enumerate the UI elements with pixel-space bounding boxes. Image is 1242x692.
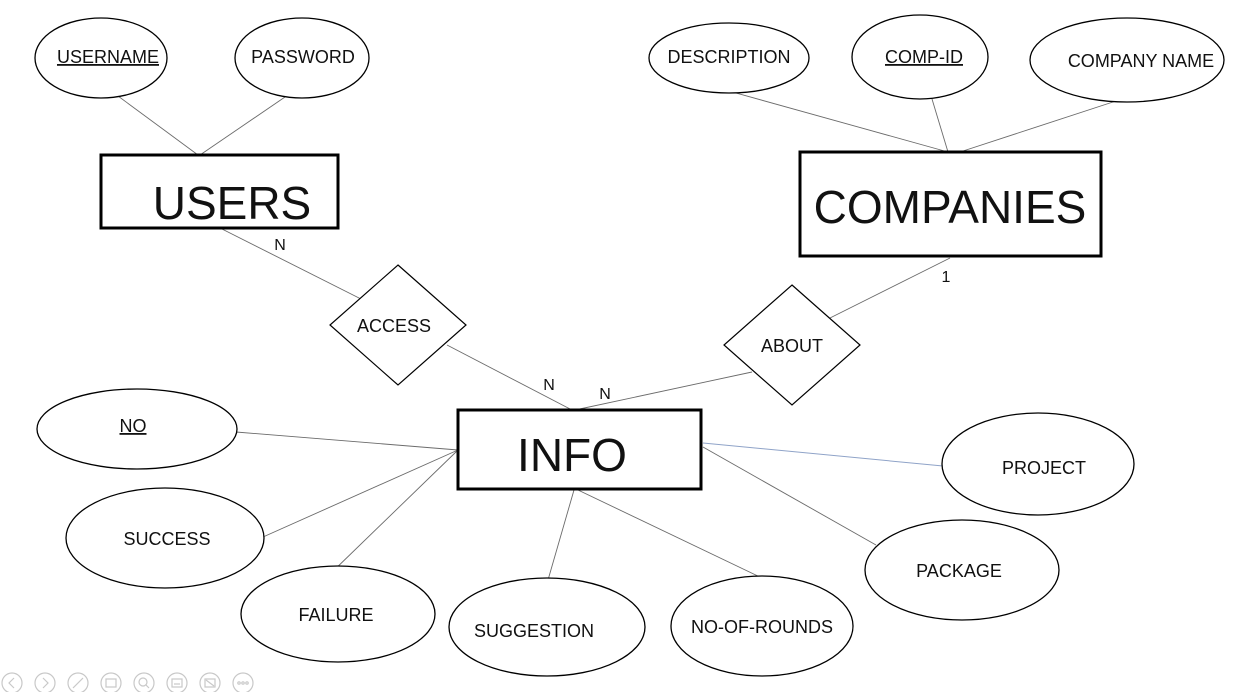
relationship-about-label: ABOUT — [761, 336, 823, 356]
attribute-companyname-ellipse — [1029, 17, 1225, 103]
relationship-about: ABOUT — [723, 284, 861, 406]
line-compid-companies — [931, 98, 949, 153]
attribute-comp-id: COMP-ID — [851, 14, 989, 100]
attribute-success-label: SUCCESS — [123, 529, 210, 549]
attribute-companyname-label: COMPANY NAME — [1068, 51, 1214, 71]
line-noofrounds-info — [577, 489, 763, 579]
line-users-access — [221, 228, 362, 300]
attribute-suggestion: SUGGESTION — [448, 577, 646, 677]
cardinality-users-access: N — [274, 237, 286, 254]
entity-info: INFO — [456, 408, 703, 491]
attribute-company-name: COMPANY NAME — [1029, 17, 1225, 103]
attribute-description-ellipse — [648, 22, 810, 94]
slides-icon[interactable] — [100, 672, 122, 692]
relationship-access-diamond — [329, 264, 467, 386]
line-about-companies — [829, 257, 951, 319]
attribute-package-ellipse — [864, 519, 1060, 621]
entity-users: USERS — [99, 153, 340, 230]
attribute-noofrounds-ellipse — [670, 575, 854, 677]
connector-lines — [117, 87, 1117, 581]
attribute-project-ellipse — [941, 412, 1135, 516]
subtitles-icon[interactable] — [166, 672, 188, 692]
attribute-no-label: NO — [120, 416, 147, 436]
attribute-username: USERNAME — [34, 17, 168, 99]
cardinality-info-about: N — [599, 386, 611, 403]
relationship-access: ACCESS — [329, 264, 467, 386]
entity-companies-label: COMPANIES — [814, 181, 1087, 233]
relationship-access-label: ACCESS — [357, 316, 431, 336]
attribute-package: PACKAGE — [864, 519, 1060, 621]
attribute-package-label: PACKAGE — [916, 561, 1002, 581]
slideshow-toolbar — [1, 672, 254, 692]
attribute-suggestion-label: SUGGESTION — [474, 621, 594, 641]
attribute-failure: FAILURE — [240, 565, 436, 663]
attribute-compid-label: COMP-ID — [885, 47, 963, 67]
attribute-project-label: PROJECT — [1002, 458, 1086, 478]
zoom-icon[interactable] — [133, 672, 155, 692]
line-no-info — [235, 431, 459, 451]
line-success-info — [262, 449, 459, 538]
attribute-no-ellipse — [36, 388, 238, 470]
attribute-description: DESCRIPTION — [648, 22, 810, 94]
entity-users-box — [99, 153, 340, 230]
attribute-failure-ellipse — [240, 565, 436, 663]
attribute-failure-label: FAILURE — [298, 605, 373, 625]
attribute-password-ellipse — [234, 17, 370, 99]
attribute-suggestion-ellipse — [448, 577, 646, 677]
line-info-about — [574, 371, 753, 411]
entity-companies-box — [798, 150, 1103, 258]
pen-icon[interactable] — [67, 672, 89, 692]
entity-info-label: INFO — [517, 429, 627, 481]
attribute-success-ellipse — [65, 487, 265, 589]
attribute-password-label: PASSWORD — [251, 47, 355, 67]
attribute-project: PROJECT — [941, 412, 1135, 516]
line-failure-info — [327, 449, 459, 577]
previous-icon[interactable] — [1, 672, 23, 692]
cardinality-about-companies: 1 — [942, 269, 951, 286]
pointer-icon[interactable] — [199, 672, 221, 692]
attribute-username-ellipse — [34, 17, 168, 99]
cardinality-access-info: N — [543, 377, 555, 394]
more-icon[interactable] — [232, 672, 254, 692]
attribute-password: PASSWORD — [234, 17, 370, 99]
attribute-noofrounds-label: NO-OF-ROUNDS — [691, 617, 833, 637]
entity-info-box — [456, 408, 703, 491]
relationship-about-diamond — [723, 284, 861, 406]
attribute-success: SUCCESS — [65, 487, 265, 589]
line-username-users — [117, 95, 199, 156]
line-project-info — [702, 442, 944, 467]
attribute-compid-ellipse — [851, 14, 989, 100]
entity-users-label: USERS — [153, 177, 311, 229]
attribute-no: NO — [36, 388, 238, 470]
attribute-no-of-rounds: NO-OF-ROUNDS — [670, 575, 854, 677]
next-icon[interactable] — [34, 672, 56, 692]
line-access-info — [446, 344, 573, 411]
line-companyname-companies — [959, 100, 1117, 153]
line-package-info — [702, 446, 877, 546]
attribute-username-label: USERNAME — [57, 47, 159, 67]
line-suggestion-info — [547, 489, 575, 581]
line-description-companies — [717, 87, 949, 153]
line-password-users — [199, 96, 286, 156]
entity-companies: COMPANIES — [798, 150, 1103, 258]
attribute-description-label: DESCRIPTION — [667, 47, 790, 67]
